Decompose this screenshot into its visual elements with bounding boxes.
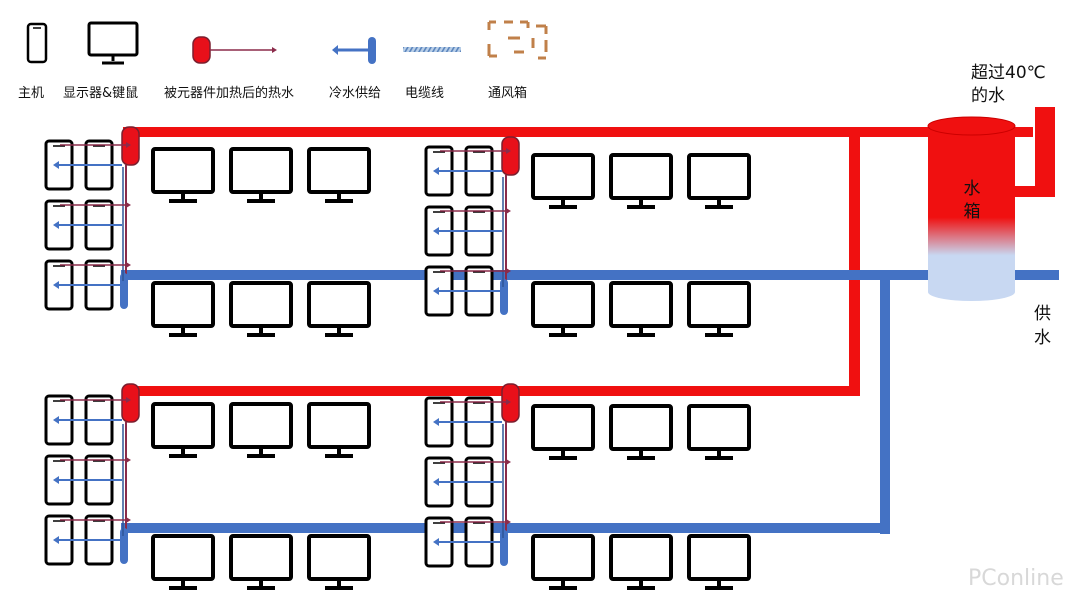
monitor-icon [307,534,371,590]
monitor-icon [531,281,595,337]
tank-label-line2: 箱 [963,202,981,222]
hot-outlet-chimney [1035,107,1055,197]
supply-note-line2: 水 [1034,328,1051,348]
hot-water-pipe-riser [849,137,860,396]
hot-water-manifold [501,136,520,176]
cold-water-manifold [120,273,128,309]
legend-cable-label: 电缆线 [405,86,445,101]
monitor-icon [531,153,595,209]
monitor-icon [229,534,293,590]
monitor-icon [307,402,371,458]
monitor-icon [307,281,371,337]
cold-water-pipe-top [121,270,1059,280]
tank-label-line1: 水 [963,179,981,199]
monitor-icon [609,404,673,460]
legend-hot-water-label: 被元器件加热后的热水 [164,86,295,101]
hot-water-manifold [501,383,520,423]
legend-cold-water-label: 冷水供给 [329,86,382,101]
over-temp-note-line1: 超过40℃ [971,63,1046,83]
legend-air-box-label: 通风箱 [488,86,528,101]
legend-cable-icon [403,47,461,52]
watermark: PConline [968,566,1064,591]
monitor-icon [229,402,293,458]
cold-water-manifold [120,528,128,564]
legend-host-label: 主机 [18,86,45,101]
legend [26,20,548,65]
legend-monitor-icon [87,21,139,65]
monitor-icon [687,153,751,209]
legend-cold-water-icon [332,37,376,64]
monitor-icon [151,147,215,203]
monitor-icon [609,153,673,209]
hot-water-pipe-top [123,127,1033,137]
monitor-icon [229,281,293,337]
cold-water-pipe-riser [880,280,890,534]
monitor-icon [307,147,371,203]
hot-water-manifold [121,383,140,423]
legend-hot-water-icon [192,36,277,64]
monitor-icon [151,281,215,337]
legend-air-box-icon [487,20,548,60]
monitor-icon [687,404,751,460]
workstation-group-2 [424,136,751,337]
supply-note-line1: 供 [1034,304,1051,324]
legend-monitor-label: 显示器&键鼠 [63,86,139,101]
monitor-icon [609,281,673,337]
monitor-icon [609,534,673,590]
monitor-icon [229,147,293,203]
monitor-icon [151,402,215,458]
monitor-icon [531,404,595,460]
monitor-icon [531,534,595,590]
hot-water-manifold [121,126,140,166]
monitor-icon [687,534,751,590]
workstation-group-1 [44,126,371,337]
workstation-group-3 [44,383,371,590]
workstation-group-4 [424,383,751,590]
cold-water-manifold [500,530,508,566]
hot-water-pipe-lower [123,386,860,396]
cold-water-manifold [500,279,508,315]
monitor-icon [151,534,215,590]
legend-host-icon [26,22,48,64]
over-temp-note-line2: 的水 [971,86,1005,106]
water-tank [927,116,1016,301]
monitor-icon [687,281,751,337]
